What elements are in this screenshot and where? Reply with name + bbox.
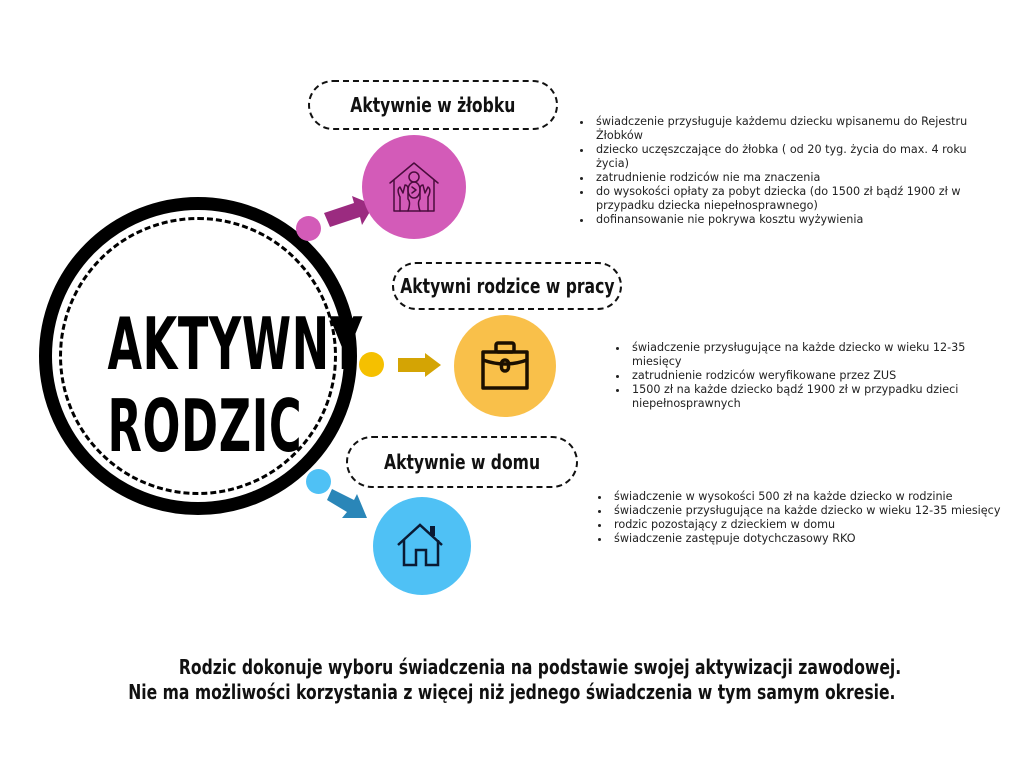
list-item: świadczenie zastępuje dotychczasowy RKO xyxy=(610,532,1010,546)
branch-3-label: Aktywnie w domu xyxy=(383,450,541,474)
list-item: 1500 zł na każde dziecko bądź 1900 zł w … xyxy=(628,383,988,411)
central-title-line1: AKTYWNY xyxy=(107,302,363,386)
branch-1-label: Aktywnie w żłobku xyxy=(350,93,516,117)
nursery-circle xyxy=(362,135,466,239)
branch-2-bullet-list: świadczenie przysługujące na każde dziec… xyxy=(610,341,988,411)
list-item: świadczenie przysługujące na każde dziec… xyxy=(628,341,988,369)
label-aktywnie-w-zlobku: Aktywnie w żłobku xyxy=(308,80,558,130)
yellow-dot xyxy=(359,352,384,377)
label-aktywni-rodzice-w-pracy: Aktywni rodzice w pracy xyxy=(392,262,622,310)
branch-1-bullet-list: świadczenie przysługuje każdemu dziecku … xyxy=(574,115,992,227)
list-item: świadczenie w wysokości 500 zł na każde … xyxy=(610,490,1010,504)
yellow-arrow-icon xyxy=(398,353,441,377)
house-icon xyxy=(397,523,443,567)
list-item: świadczenie przysługujące na każde dziec… xyxy=(610,504,1010,518)
list-item: dziecko uczęszczające do żłobka ( od 20 … xyxy=(592,143,992,171)
pink-dot xyxy=(296,216,321,241)
pink-arrow-icon xyxy=(324,196,374,227)
work-circle xyxy=(454,315,556,417)
list-item: świadczenie przysługuje każdemu dziecku … xyxy=(592,115,992,143)
label-aktywnie-w-domu: Aktywnie w domu xyxy=(346,436,578,488)
footer-line-1: Rodzic dokonuje wyboru świadczenia na po… xyxy=(28,655,1024,679)
footer-line-2: Nie ma możliwości korzystania z więcej n… xyxy=(0,680,1024,704)
central-circle: AKTYWNY RODZIC xyxy=(39,197,363,515)
footer-text-2: Nie ma możliwości korzystania z więcej n… xyxy=(128,680,896,704)
central-title-line2: RODZIC xyxy=(107,384,303,468)
branch-3-bullet-list: świadczenie w wysokości 500 zł na każde … xyxy=(592,490,1010,546)
list-item: do wysokości opłaty za pobyt dziecka (do… xyxy=(592,185,992,213)
list-item: dofinansowanie nie pokrywa kosztu wyżywi… xyxy=(592,213,992,227)
blue-dot xyxy=(306,469,331,494)
blue-arrow-icon xyxy=(327,489,367,518)
footer-text-1: Rodzic dokonuje wyboru świadczenia na po… xyxy=(178,655,902,679)
list-item: zatrudnienie rodziców nie ma znaczenia xyxy=(592,171,992,185)
central-circle-dashed-ring xyxy=(59,217,337,495)
list-item: rodzic pozostający z dzieckiem w domu xyxy=(610,518,1010,532)
home-circle xyxy=(373,497,471,595)
list-item: zatrudnienie rodziców weryfikowane przez… xyxy=(628,369,988,383)
branch-2-label: Aktywni rodzice w pracy xyxy=(399,274,615,298)
nursery-hands-baby-icon xyxy=(389,162,439,212)
briefcase-icon xyxy=(481,341,529,390)
